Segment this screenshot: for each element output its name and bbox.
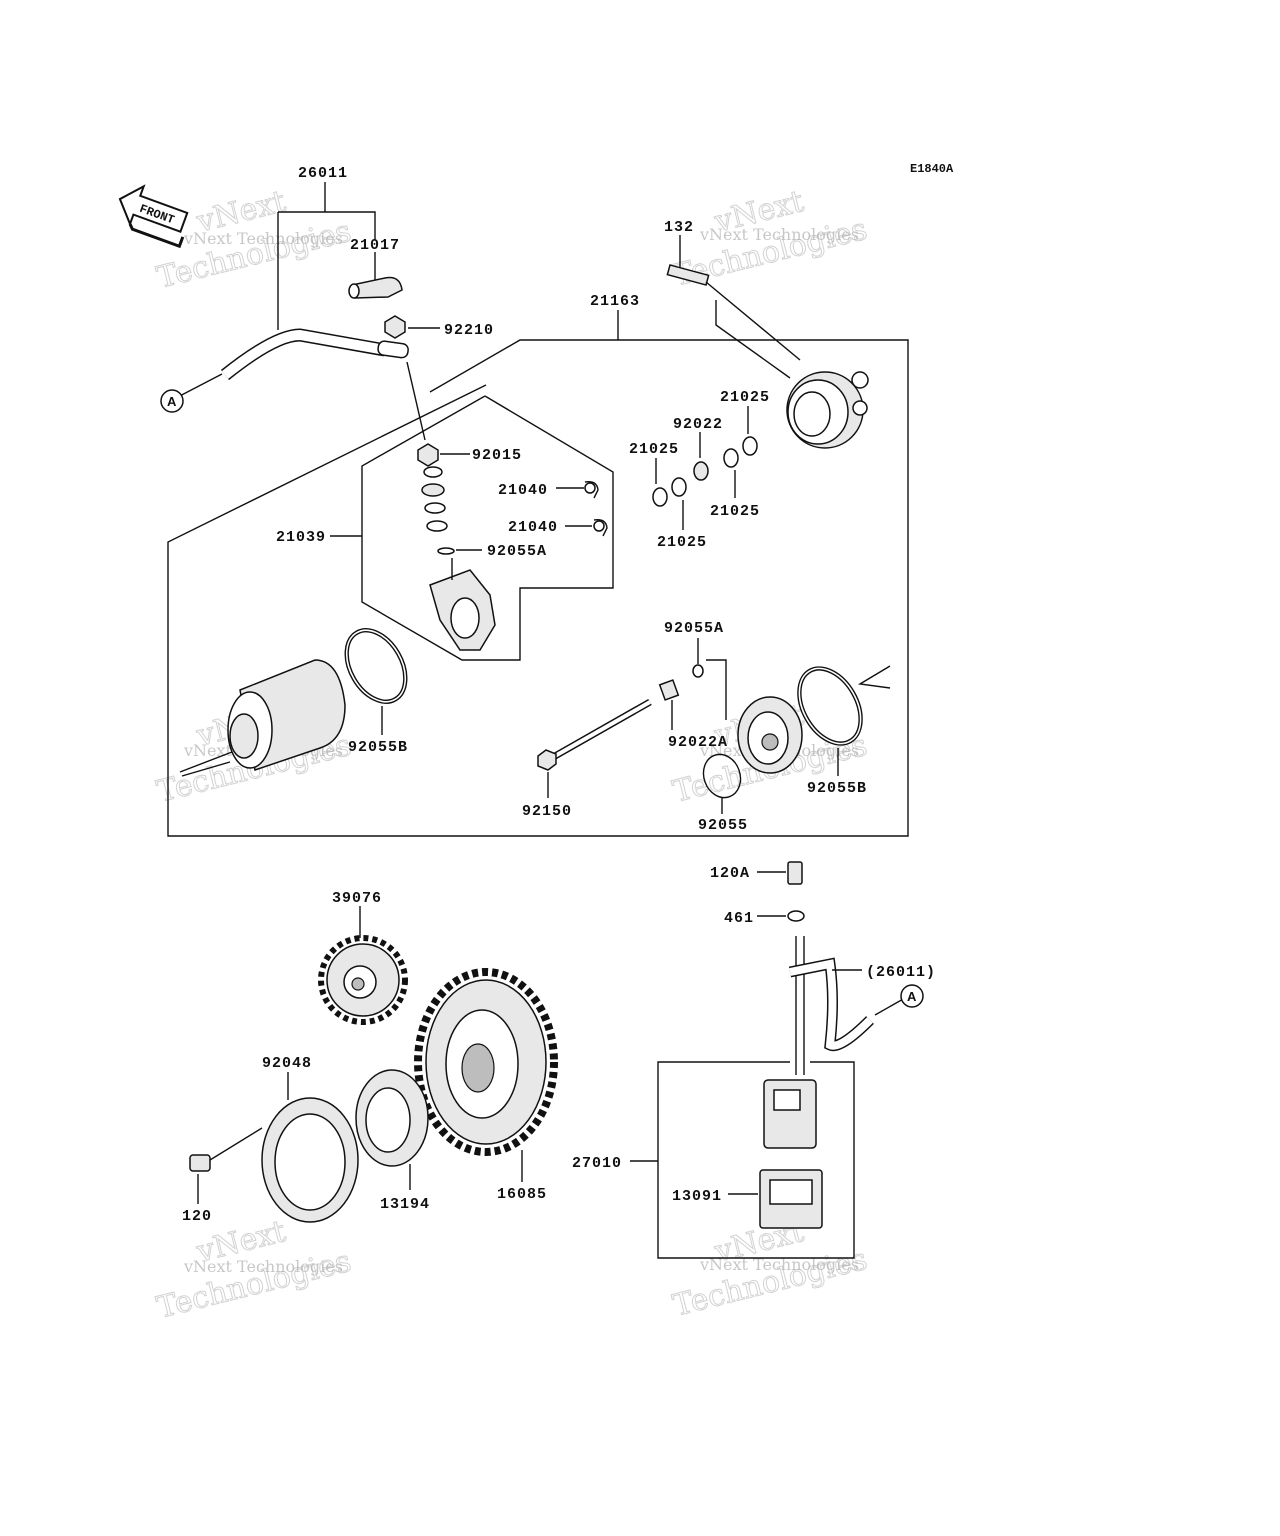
connector-a-top: A: [160, 389, 184, 413]
label-92150: 92150: [522, 803, 572, 820]
o-ring-right: [797, 665, 891, 776]
clutch-housing-92048: [261, 1072, 359, 1223]
through-bolt: [537, 698, 652, 798]
brush-holder-plate: [429, 558, 496, 651]
label-16085: 16085: [497, 1186, 547, 1203]
one-way-clutch-13194: [355, 1069, 429, 1190]
label-92048: 92048: [262, 1055, 312, 1072]
svg-text:A: A: [167, 394, 177, 409]
thrust-washers: [652, 406, 758, 530]
starter-gear-16085: [414, 968, 558, 1182]
label-92210: 92210: [444, 322, 494, 339]
svg-text:vNext Technologies: vNext Technologies: [699, 1255, 859, 1274]
label-21163: 21163: [590, 293, 640, 310]
connector-a-bottom: A: [900, 984, 924, 1008]
part-labels: 26011 21017 92210 132 21163 92015 21040 …: [182, 165, 936, 1225]
watermark-bottom-right: vNext vNext Technologies Technologies: [669, 1214, 871, 1325]
starter-motor-box: [167, 310, 909, 837]
label-92022: 92022: [673, 416, 723, 433]
diagram-code: E1840A: [910, 162, 954, 176]
label-132: 132: [664, 219, 694, 236]
front-arrow-icon: FRONT: [118, 184, 189, 249]
label-26011: 26011: [298, 165, 348, 182]
terminal-nut-stack: [417, 443, 482, 555]
label-92055b-left: 92055B: [348, 739, 408, 756]
label-39076: 39076: [332, 890, 382, 907]
label-92015: 92015: [472, 447, 522, 464]
label-92055: 92055: [698, 817, 748, 834]
idle-gear-39076: [318, 906, 408, 1025]
front-cover: [737, 696, 803, 774]
label-21040-a: 21040: [498, 482, 548, 499]
label-120a: 120A: [710, 865, 750, 882]
end-cover: [786, 371, 869, 449]
label-92055a-mid: 92055A: [664, 620, 724, 637]
bolt-132: [666, 235, 801, 379]
watermark-bottom-left: vNext vNext Technologies Technologies: [153, 1214, 355, 1327]
brush-clips: [556, 480, 608, 537]
label-21025-c: 21025: [710, 503, 760, 520]
starter-cable-group: [171, 182, 440, 441]
label-21039: 21039: [276, 529, 326, 546]
svg-text:vNext Technologies: vNext Technologies: [183, 229, 343, 248]
label-21017: 21017: [350, 237, 400, 254]
label-26011-ref: (26011): [866, 964, 936, 981]
label-120: 120: [182, 1208, 212, 1225]
o-ring-left: [344, 628, 408, 735]
label-92055b-right: 92055B: [807, 780, 867, 797]
label-21025-b: 21025: [629, 441, 679, 458]
label-13091: 13091: [672, 1188, 722, 1205]
o-ring-92055: [702, 753, 742, 814]
label-461: 461: [724, 910, 754, 927]
label-21025-d: 21025: [657, 534, 707, 551]
label-21040-b: 21040: [508, 519, 558, 536]
label-92022a: 92022A: [668, 734, 728, 751]
relay-group: [630, 861, 906, 1259]
small-seals: [658, 638, 727, 730]
label-13194: 13194: [380, 1196, 430, 1213]
svg-text:vNext Technologies: vNext Technologies: [699, 225, 859, 244]
label-92055a-top: 92055A: [487, 543, 547, 560]
label-21025-a: 21025: [720, 389, 770, 406]
label-27010: 27010: [572, 1155, 622, 1172]
svg-text:vNext Technologies: vNext Technologies: [183, 1257, 343, 1276]
svg-text:A: A: [907, 989, 917, 1004]
bolt-120: [189, 1127, 263, 1204]
motor-yoke: [179, 659, 346, 777]
